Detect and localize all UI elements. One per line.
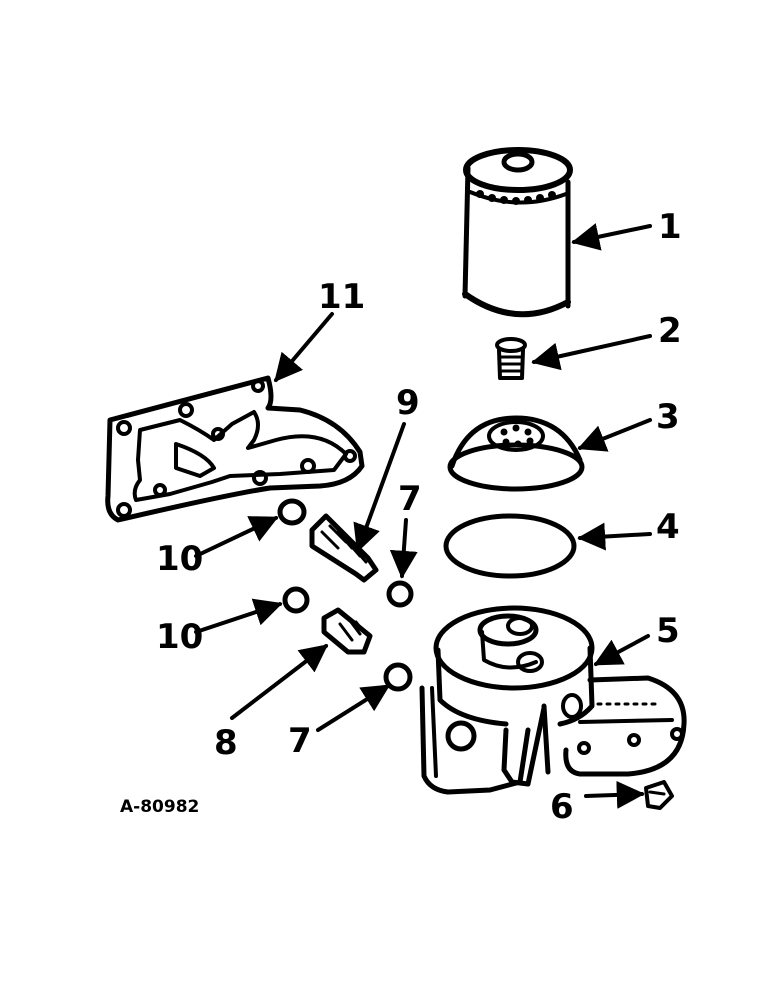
callout-6: 6	[550, 787, 574, 827]
leader-9	[353, 422, 406, 553]
callout-5: 5	[656, 611, 680, 651]
part-plug-upper	[386, 580, 414, 608]
part-valve	[309, 513, 379, 583]
leader-6	[584, 780, 645, 809]
leader-lines	[194, 223, 652, 809]
part-o-ring	[443, 513, 577, 579]
leader-1	[571, 223, 652, 251]
leader-3	[577, 418, 652, 452]
part-bolt	[321, 607, 373, 655]
part-filter-element	[462, 147, 573, 318]
callout-3: 3	[656, 397, 680, 437]
callout-11: 11	[318, 277, 365, 317]
callout-4: 4	[656, 507, 680, 547]
part-drain-plug	[644, 780, 674, 810]
callout-9: 9	[396, 383, 420, 423]
part-filter-base	[419, 605, 687, 795]
callout-1: 1	[658, 207, 682, 247]
part-gasket-plate	[105, 375, 365, 523]
callout-8: 8	[214, 723, 238, 763]
part-fitting	[495, 337, 527, 380]
callout-2: 2	[658, 311, 682, 351]
part-washer-upper	[277, 498, 307, 526]
callout-7-lower: 7	[288, 721, 312, 761]
leader-5	[593, 634, 650, 666]
callout-10-lower: 10	[156, 617, 203, 657]
leader-2	[531, 334, 652, 371]
callout-10-upper: 10	[156, 539, 203, 579]
part-plug-lower	[383, 662, 413, 692]
leader-11	[274, 312, 334, 383]
leader-8	[230, 644, 329, 720]
part-dome-cover	[447, 415, 585, 492]
part-washer-lower	[282, 586, 310, 614]
leader-10a	[194, 516, 279, 558]
leader-7a	[389, 518, 418, 579]
reference-code: A-80982	[120, 797, 199, 817]
leader-7b	[316, 684, 391, 732]
leader-4	[577, 522, 652, 551]
callout-7-upper: 7	[398, 479, 422, 519]
leader-10b	[194, 598, 283, 634]
